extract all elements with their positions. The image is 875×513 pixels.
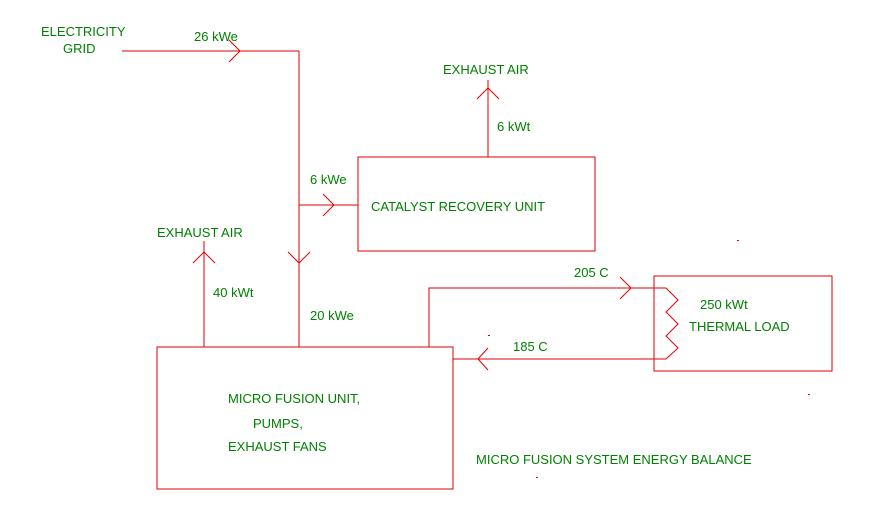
fusion-exhaust-line [192, 241, 216, 347]
thermal-load-box [653, 275, 833, 372]
arrow-down-icon [287, 251, 311, 264]
return-temp-label: 185 C [513, 339, 548, 354]
fusion-unit-label-line3: EXHAUST FANS [228, 439, 327, 454]
catalyst-exhaust-label: EXHAUST AIR [443, 62, 529, 77]
fusion-exhaust-value: 40 kWt [213, 285, 254, 300]
stray-mark [488, 335, 490, 336]
catalyst-input-label: 6 kWe [310, 172, 347, 187]
stray-mark [737, 240, 739, 241]
catalyst-recovery-unit-box [357, 156, 596, 252]
grid-label-line1: ELECTRICITY [41, 24, 126, 39]
thermal-load-value: 250 kWt [700, 297, 748, 312]
catalyst-exhaust-line [476, 80, 500, 157]
grid-feed-line [122, 39, 299, 63]
catalyst-recovery-unit-label: CATALYST RECOVERY UNIT [371, 199, 545, 214]
return-line [453, 347, 666, 371]
arrow-up-icon [476, 87, 500, 100]
grid-input-label: 26 kWe [194, 29, 238, 44]
main-bus-line [287, 51, 311, 347]
heat-exchanger-coil-icon [665, 287, 679, 360]
micro-fusion-unit-box [156, 346, 454, 490]
arrow-right-icon [322, 193, 335, 217]
arrow-up-icon [192, 251, 216, 264]
catalyst-feed-line [299, 193, 358, 217]
fusion-exhaust-label: EXHAUST AIR [157, 225, 243, 240]
fusion-unit-label-line2: PUMPS, [253, 416, 303, 431]
grid-label-line2: GRID [63, 41, 96, 56]
stray-mark [808, 394, 810, 395]
fusion-input-label: 20 kWe [310, 308, 354, 323]
fusion-unit-label-line1: MICRO FUSION UNIT, [228, 391, 360, 406]
arrow-right-icon [228, 39, 241, 63]
diagram-title: MICRO FUSION SYSTEM ENERGY BALANCE [476, 452, 752, 467]
arrow-left-icon [477, 347, 489, 371]
thermal-load-label: THERMAL LOAD [689, 319, 790, 334]
stray-mark [536, 477, 538, 478]
hot-supply-line [428, 276, 666, 347]
arrow-right-icon [619, 276, 632, 300]
catalyst-exhaust-value: 6 kWt [497, 119, 531, 134]
supply-temp-label: 205 C [574, 265, 609, 280]
